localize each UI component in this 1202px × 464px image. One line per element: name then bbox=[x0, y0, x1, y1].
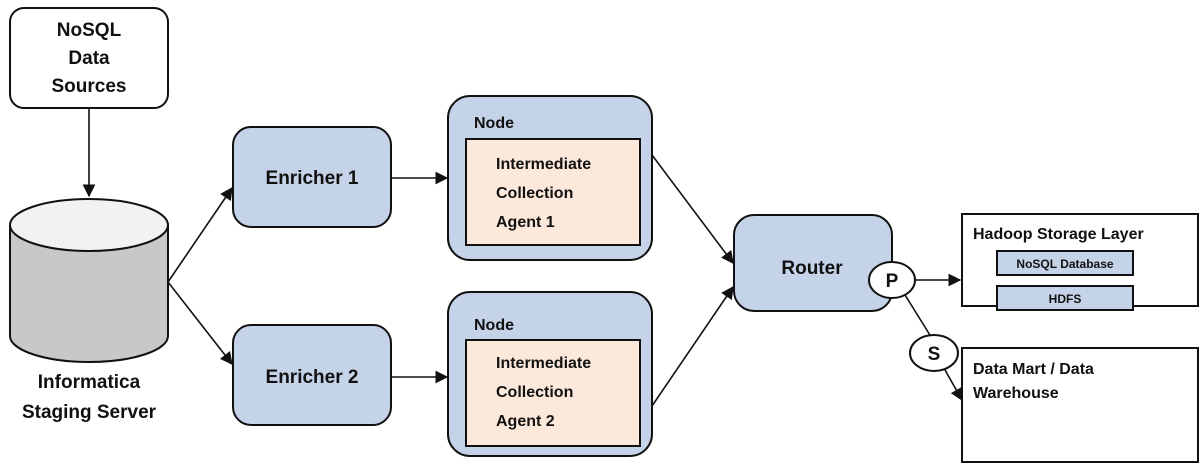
node-2-label: Node bbox=[474, 317, 514, 334]
edge-node1-to-router bbox=[651, 154, 734, 265]
hadoop-title: Hadoop Storage Layer bbox=[973, 226, 1144, 243]
hdfs-label: HDFS bbox=[1049, 292, 1082, 306]
hadoop-storage-layer: Hadoop Storage Layer NoSQL Database HDFS bbox=[961, 213, 1199, 311]
enricher-1-label: Enricher 1 bbox=[266, 168, 359, 189]
nosql-sources-line-2: Data bbox=[68, 48, 110, 69]
enricher-1-node: Enricher 1 bbox=[232, 126, 392, 228]
agent-1-line-1: Intermediate bbox=[496, 156, 591, 173]
router-node: Router bbox=[733, 214, 893, 312]
agent-1-line-3: Agent 1 bbox=[496, 214, 555, 231]
edge-staging-to-enricher2 bbox=[167, 281, 233, 366]
port-s: S bbox=[909, 334, 959, 372]
node-1-container: Node Intermediate Collection Agent 1 bbox=[447, 95, 653, 261]
router-label: Router bbox=[781, 258, 843, 279]
node-1-label: Node bbox=[474, 115, 514, 132]
edge-s-to-datamart bbox=[944, 369, 963, 402]
data-mart-warehouse: Data Mart / Data Warehouse bbox=[961, 347, 1199, 463]
staging-server-label-line-1: Informatica bbox=[38, 372, 141, 393]
nosql-database-label: NoSQL Database bbox=[1016, 257, 1113, 271]
nosql-sources-line-1: NoSQL bbox=[57, 20, 122, 41]
port-p-label: P bbox=[886, 271, 899, 292]
staging-server-label-line-2: Staging Server bbox=[22, 402, 157, 423]
agent-2-line-2: Collection bbox=[496, 384, 573, 401]
edge-node2-to-router bbox=[651, 285, 734, 407]
port-s-label: S bbox=[928, 344, 941, 365]
port-p: P bbox=[868, 261, 916, 299]
enricher-2-node: Enricher 2 bbox=[232, 324, 392, 426]
enricher-2-label: Enricher 2 bbox=[266, 367, 359, 388]
nosql-data-sources-node: NoSQL Data Sources bbox=[9, 7, 169, 109]
edges bbox=[82, 108, 963, 407]
node-2-container: Node Intermediate Collection Agent 2 bbox=[447, 291, 653, 457]
data-mart-line-2: Warehouse bbox=[973, 385, 1059, 402]
staging-server-cylinder: Informatica Staging Server bbox=[9, 198, 169, 423]
agent-1-line-2: Collection bbox=[496, 185, 573, 202]
edge-staging-to-enricher1 bbox=[167, 186, 233, 283]
agent-2-line-1: Intermediate bbox=[496, 355, 591, 372]
data-mart-line-1: Data Mart / Data bbox=[973, 361, 1094, 378]
agent-2-line-3: Agent 2 bbox=[496, 413, 555, 430]
nosql-sources-line-3: Sources bbox=[52, 76, 127, 97]
